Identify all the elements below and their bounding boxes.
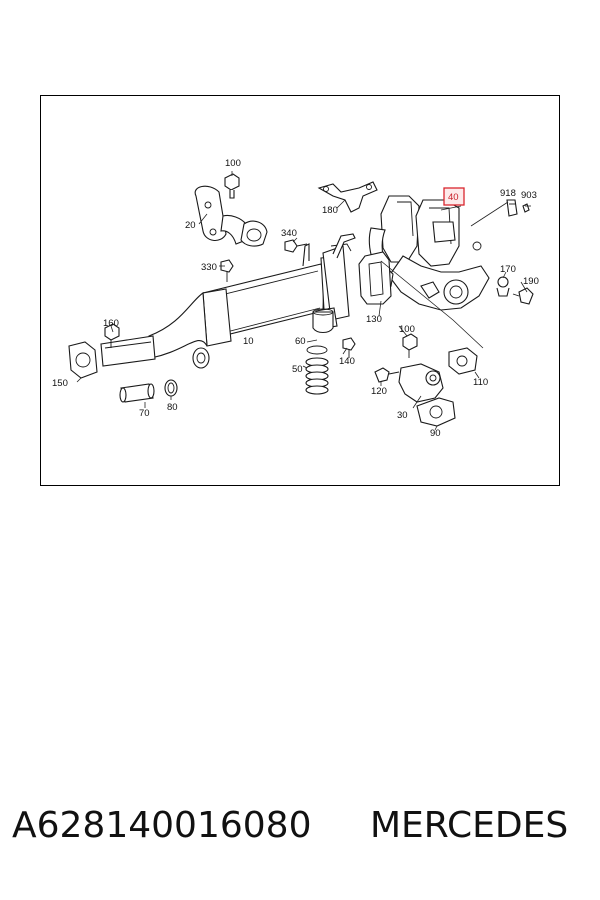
callout-10: 10 <box>243 336 254 347</box>
callout-160: 160 <box>103 318 119 329</box>
callout-903: 903 <box>521 190 537 201</box>
callout-110: 110 <box>473 377 488 388</box>
callout-90: 90 <box>430 428 441 439</box>
callout-330: 330 <box>201 262 217 273</box>
bolt-part-100-top <box>224 173 240 199</box>
bolt-part-190 <box>512 287 534 305</box>
callout-70: 70 <box>139 408 150 419</box>
bolt-part-160 <box>104 323 120 348</box>
bolt-part-140 <box>342 337 356 358</box>
leader-lines <box>76 171 531 431</box>
bolt-part-120 <box>374 367 400 383</box>
o-ring-part-80 <box>164 379 178 397</box>
callout-130: 130 <box>366 314 382 325</box>
sleeve-part-60 <box>312 308 334 334</box>
gasket-part-130 <box>358 251 392 305</box>
brand-name: MERCEDES <box>370 805 569 846</box>
bolt-part-170 <box>496 276 510 297</box>
callout-140: 140 <box>339 356 355 367</box>
bolt-part-100-lower <box>402 333 418 358</box>
bracket-part-180 <box>317 181 378 213</box>
callout-170: 170 <box>500 264 516 275</box>
sensor-part-918 <box>506 199 518 217</box>
pipe-part-70 <box>119 383 155 403</box>
footer: A628140016080 MERCEDES <box>0 805 600 865</box>
highlight-box-40 <box>443 187 465 206</box>
flange-gasket-part-150 <box>68 341 98 379</box>
connecting-pipe-part-20 <box>194 185 268 247</box>
callout-80: 80 <box>167 402 178 413</box>
callout-100-top: 100 <box>225 158 241 169</box>
callout-150: 150 <box>52 378 68 389</box>
egr-cooler-part-10 <box>100 233 356 369</box>
part-number: A628140016080 <box>12 805 312 846</box>
callout-180: 180 <box>322 205 338 216</box>
callout-60: 60 <box>295 336 306 347</box>
callout-340: 340 <box>281 228 297 239</box>
callout-100-lower: 100 <box>399 324 415 335</box>
parts-diagram-frame: 100 20 180 40 918 903 340 330 170 190 13… <box>40 95 560 486</box>
egr-assembly-diagram: 100 20 180 40 918 903 340 330 170 190 13… <box>52 158 539 439</box>
callout-190: 190 <box>523 276 539 287</box>
spring-part-50 <box>305 345 329 395</box>
callout-918: 918 <box>500 188 516 199</box>
callout-50: 50 <box>292 364 303 375</box>
elbow-part-30 <box>398 363 444 403</box>
callout-labels: 100 20 180 40 918 903 340 330 170 190 13… <box>52 158 539 439</box>
bolt-part-340 <box>284 239 308 253</box>
callout-40: 40 <box>448 192 459 203</box>
gasket-part-110 <box>448 347 478 375</box>
gasket-part-90 <box>416 397 456 427</box>
bolt-part-330 <box>220 259 234 282</box>
callout-30: 30 <box>397 410 408 421</box>
callout-20: 20 <box>185 220 196 231</box>
screw-part-903 <box>522 203 530 213</box>
callout-120: 120 <box>371 386 387 397</box>
